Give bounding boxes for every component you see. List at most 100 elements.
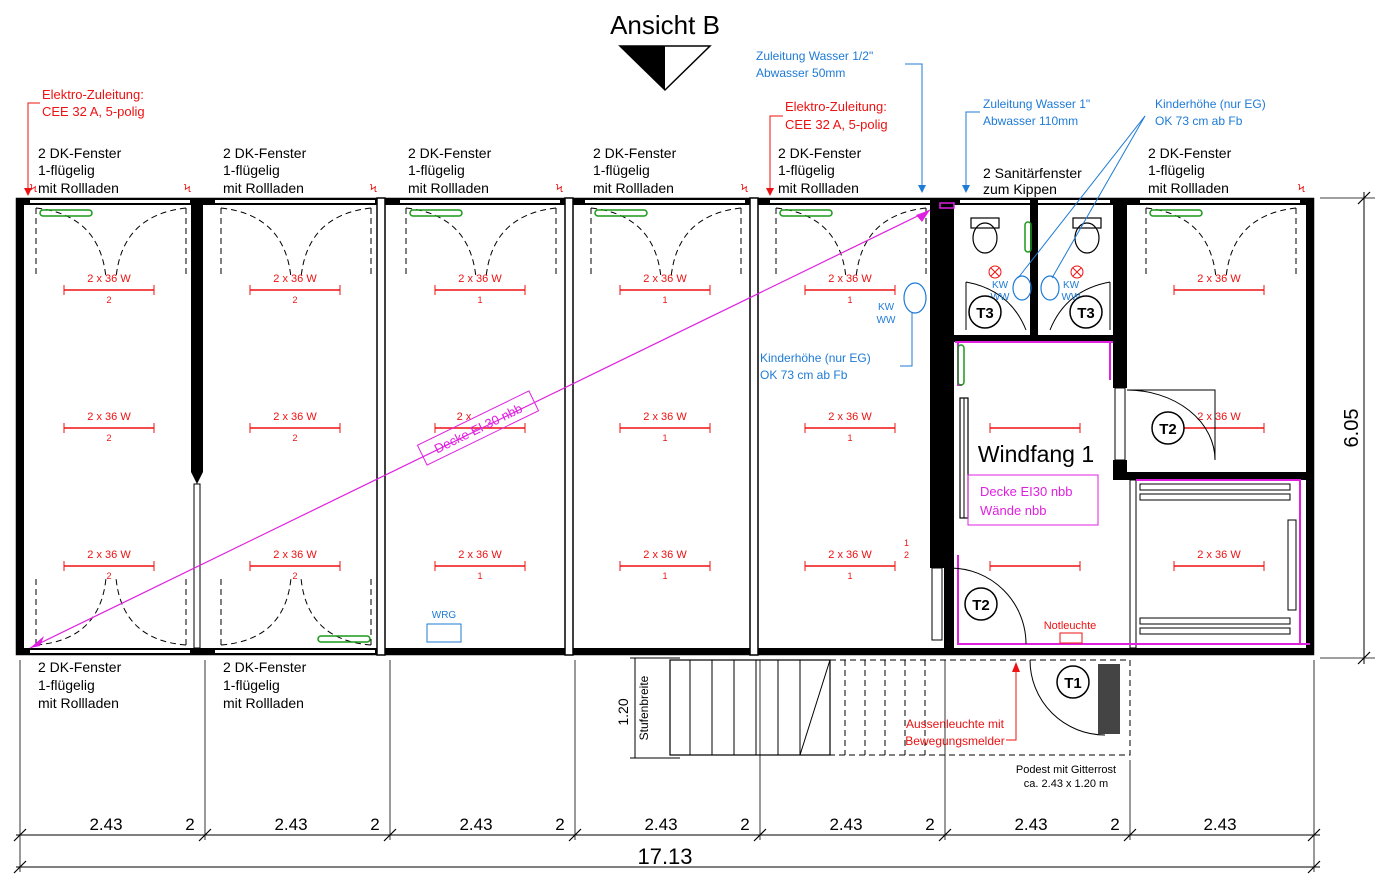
svg-text:1: 1	[662, 433, 667, 443]
light-fixture: 2 x 36 W 2	[63, 411, 155, 443]
svg-text:2 x 36 W: 2 x 36 W	[87, 549, 131, 561]
light-fixtures: 2 x 36 W 2 2 x 36 W 2 2 x 36 W 1 2 x 36 …	[63, 273, 1265, 581]
svg-text:2: 2	[106, 571, 111, 581]
svg-text:2.43: 2.43	[459, 815, 492, 834]
svg-text:2 DK-Fenster: 2 DK-Fenster	[593, 145, 677, 161]
svg-text:Abwasser 50mm: Abwasser 50mm	[756, 66, 845, 80]
view-direction-icon	[618, 45, 712, 92]
svg-text:2.43: 2.43	[644, 815, 677, 834]
svg-text:2: 2	[555, 815, 564, 834]
door-tag-t3: T3	[976, 305, 994, 322]
light-fixture: 2 x 36 W 2	[249, 273, 341, 305]
svg-text:1: 1	[662, 571, 667, 581]
svg-text:1: 1	[847, 433, 852, 443]
total-depth: 6.05	[1341, 409, 1363, 448]
room-name: Windfang 1	[978, 441, 1094, 467]
light-fixture: 2 x 36 W 1	[804, 549, 896, 581]
svg-text:Elektro-Zuleitung:: Elektro-Zuleitung:	[785, 99, 887, 114]
svg-text:2: 2	[1110, 815, 1119, 834]
svg-text:2: 2	[292, 295, 297, 305]
svg-text:KW: KW	[1063, 280, 1080, 291]
window-label: 2 DK-Fenster 1-flügelig mit Rollladen	[593, 145, 677, 196]
svg-text:2.43: 2.43	[274, 815, 307, 834]
svg-text:2: 2	[106, 295, 111, 305]
window-labels-bottom: 2 DK-Fenster 1-flügelig mit Rollladen 2 …	[38, 659, 307, 711]
svg-text:2 x 36 W: 2 x 36 W	[643, 273, 687, 285]
total-length: 17.13	[637, 844, 692, 869]
light-fixture: 2 x 36 W	[1173, 273, 1265, 295]
svg-text:2: 2	[904, 550, 909, 560]
svg-text:2 DK-Fenster: 2 DK-Fenster	[38, 659, 122, 675]
svg-text:2 x 36 W: 2 x 36 W	[87, 411, 131, 423]
svg-text:2 x 36 W: 2 x 36 W	[458, 549, 502, 561]
window-label: 2 DK-Fenster 1-flügelig mit Rollladen	[223, 659, 307, 711]
entrance-stairs: Podest mit Gitterrost ca. 2.43 x 1.20 m …	[615, 657, 1131, 790]
svg-text:2: 2	[292, 433, 297, 443]
svg-text:mit Rollladen: mit Rollladen	[408, 180, 489, 196]
svg-text:2 x 36 W: 2 x 36 W	[273, 549, 317, 561]
svg-text:zum Kippen: zum Kippen	[983, 181, 1057, 197]
svg-text:CEE 32 A, 5-polig: CEE 32 A, 5-polig	[42, 104, 145, 119]
svg-text:KW: KW	[878, 302, 895, 313]
svg-text:Ϟ: Ϟ	[30, 183, 37, 195]
svg-text:2.43: 2.43	[829, 815, 862, 834]
svg-text:1: 1	[477, 571, 482, 581]
svg-text:2: 2	[370, 815, 379, 834]
benches	[1139, 483, 1297, 635]
svg-text:2 x 36 W: 2 x 36 W	[87, 273, 131, 285]
svg-text:2 Sanitärfenster: 2 Sanitärfenster	[983, 165, 1082, 181]
child-height-note: Kinderhöhe (nur EG) OK 73 cm ab Fb	[760, 312, 913, 382]
svg-text:2 DK-Fenster: 2 DK-Fenster	[38, 145, 122, 161]
light-fixture: 2 x 36 W 2	[249, 549, 341, 581]
light-fixture: 2 x 36 W 1	[619, 411, 711, 443]
svg-text:2 DK-Fenster: 2 DK-Fenster	[408, 145, 492, 161]
exterior-light-note: Aussenleuchte mit Bewegungsmelder	[905, 662, 1020, 748]
light-fixture: 2 x 36 W	[1173, 411, 1265, 433]
svg-text:1: 1	[904, 538, 909, 548]
svg-text:1-flügelig: 1-flügelig	[38, 162, 95, 178]
svg-text:1-flügelig: 1-flügelig	[38, 677, 95, 693]
light-fixture: 2 x 36 W 1	[804, 411, 896, 443]
svg-text:2 x 36 W: 2 x 36 W	[458, 273, 502, 285]
svg-text:ca. 2.43 x 1.20 m: ca. 2.43 x 1.20 m	[1024, 778, 1108, 790]
svg-text:KW: KW	[992, 280, 1009, 291]
svg-text:Kinderhöhe (nur EG): Kinderhöhe (nur EG)	[1155, 97, 1266, 111]
light-fixture: 2 x	[434, 411, 526, 433]
light-fixture: 2 x 36 W 1	[619, 549, 711, 581]
svg-text:mit Rollladen: mit Rollladen	[223, 695, 304, 711]
door-tags: T3 T3 T2 T2 T1	[949, 295, 1216, 699]
svg-text:1: 1	[662, 295, 667, 305]
svg-text:2 x 36 W: 2 x 36 W	[273, 411, 317, 423]
svg-text:Ϟ: Ϟ	[184, 183, 191, 195]
window-labels-top: 2 DK-Fenster 1-flügelig mit Rollladen 2 …	[38, 145, 1232, 197]
view-title: Ansicht B	[610, 10, 720, 40]
svg-text:2 x: 2 x	[457, 411, 472, 423]
svg-text:2 x 36 W: 2 x 36 W	[643, 549, 687, 561]
svg-text:Abwasser 110mm: Abwasser 110mm	[983, 114, 1078, 128]
sanitary-fixtures: KW WW KW WW KW WW	[877, 217, 1111, 331]
svg-text:Ϟ: Ϟ	[556, 183, 563, 195]
door-tag-t3: T3	[1077, 305, 1095, 322]
svg-text:1: 1	[477, 295, 482, 305]
svg-text:1.20: 1.20	[615, 698, 631, 725]
svg-text:2 x 36 W: 2 x 36 W	[273, 273, 317, 285]
drain-icon	[988, 265, 1084, 279]
electrical-feed-note: Elektro-Zuleitung: CEE 32 A, 5-polig	[24, 87, 145, 196]
svg-text:WW: WW	[1062, 292, 1081, 303]
svg-text:Ϟ: Ϟ	[1298, 183, 1305, 195]
svg-text:Aussenleuchte mit: Aussenleuchte mit	[906, 717, 1005, 731]
svg-text:Zuleitung Wasser 1": Zuleitung Wasser 1"	[983, 97, 1090, 111]
door-tag-t1: T1	[1064, 675, 1082, 692]
light-fixture: 2 x 36 W 2	[63, 273, 155, 305]
svg-text:mit Rollladen: mit Rollladen	[38, 180, 119, 196]
radiators	[39, 209, 1203, 643]
svg-text:2.43: 2.43	[89, 815, 122, 834]
svg-text:Stufenbreite: Stufenbreite	[637, 675, 651, 740]
svg-text:2 DK-Fenster: 2 DK-Fenster	[778, 145, 862, 161]
svg-text:Podest mit Gitterrost: Podest mit Gitterrost	[1016, 764, 1116, 776]
svg-text:1: 1	[847, 295, 852, 305]
svg-text:2 DK-Fenster: 2 DK-Fenster	[223, 659, 307, 675]
light-fixture: 2 x 36 W	[1173, 549, 1265, 571]
svg-text:2: 2	[292, 571, 297, 581]
light-fixture: 2 x 36 W 1	[619, 273, 711, 305]
